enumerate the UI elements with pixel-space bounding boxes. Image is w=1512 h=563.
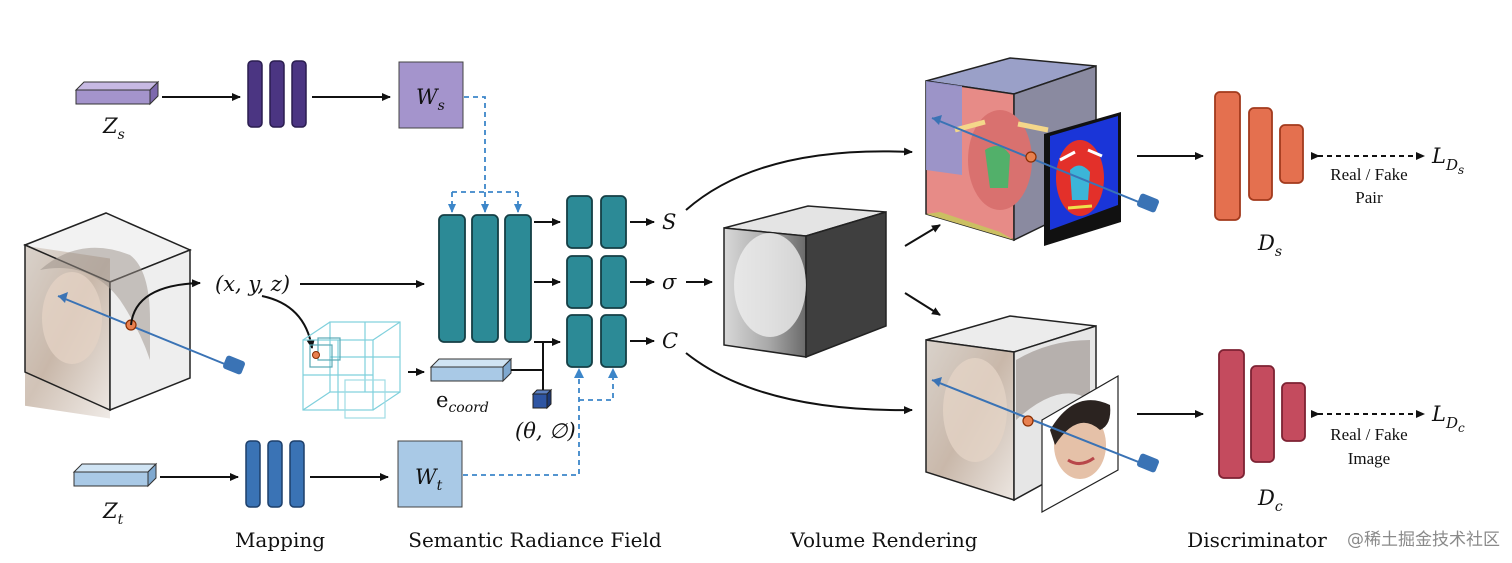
- input-face-cube: [23, 212, 192, 419]
- ws-box: [398, 61, 464, 129]
- stage-label-srf: Semantic Radiance Field: [408, 528, 662, 552]
- mapping-network-s: [247, 60, 307, 128]
- zt-latent-bar: [72, 462, 158, 488]
- camera-ray-semantic: [931, 117, 1147, 206]
- srf-main-layers: [438, 214, 532, 343]
- zs-label: Zs: [102, 114, 125, 143]
- ds-loss-desc-2: Pair: [1355, 188, 1383, 207]
- ds-loss-label: LDs: [1431, 144, 1464, 177]
- arrow-point-to-xyz: [130, 279, 201, 326]
- ecoord-label: ecoord: [436, 388, 489, 416]
- camera-ray-color: [931, 379, 1147, 466]
- arrow-s-to-semantic-render: [685, 147, 913, 211]
- dc-label: Dc: [1257, 486, 1283, 515]
- wt-conditioning-path: [463, 372, 614, 476]
- camera-ray-input: [57, 295, 233, 368]
- sigma-output-label: σ: [662, 270, 677, 294]
- ecoord-connector: [511, 342, 544, 371]
- ds-loss-desc-1: Real / Fake: [1330, 165, 1407, 184]
- grid-sample-point: [312, 351, 320, 359]
- mapping-network-t: [245, 440, 305, 508]
- discriminator-semantic: [1214, 91, 1304, 221]
- dc-loss-desc-2: Image: [1348, 449, 1390, 468]
- srf-output-heads: [566, 195, 627, 368]
- camera-icon-color: [1137, 453, 1159, 473]
- stage-label-disc: Discriminator: [1187, 528, 1327, 552]
- view-direction-cube: [531, 388, 553, 410]
- camera-icon-input: [223, 355, 245, 375]
- zt-label: Zt: [102, 499, 124, 528]
- xyz-label: (x, y, z): [215, 272, 290, 296]
- stage-label-volume: Volume Rendering: [789, 528, 977, 552]
- ws-conditioning-path: [448, 96, 522, 213]
- arrow-volume-to-color: [904, 292, 941, 316]
- zs-latent-bar: [74, 80, 160, 106]
- c-output-label: C: [662, 329, 678, 353]
- arrow-volume-to-semantic: [904, 224, 941, 247]
- sample-point-semantic: [1025, 151, 1037, 163]
- theta-phi-label: (θ, ∅): [515, 419, 576, 443]
- real-face-image: [1041, 374, 1119, 514]
- wt-label: Wt: [415, 465, 443, 494]
- s-output-label: S: [662, 210, 676, 234]
- wt-box: [397, 440, 463, 508]
- dc-loss-label: LDc: [1431, 402, 1465, 435]
- ws-label: Ws: [416, 85, 445, 114]
- sample-point-color: [1022, 415, 1034, 427]
- volume-depth-cube: [723, 205, 887, 359]
- camera-icon-semantic: [1137, 193, 1159, 213]
- discriminator-color: [1218, 349, 1306, 479]
- arrow-c-to-color-render: [685, 352, 913, 415]
- stage-label-mapping: Mapping: [235, 528, 325, 552]
- watermark: @稀土掘金技术社区: [1347, 530, 1500, 550]
- voxel-grid: [302, 321, 401, 419]
- ecoord-bar: [429, 357, 513, 383]
- dc-loss-desc-1: Real / Fake: [1330, 425, 1407, 444]
- ds-label: Ds: [1257, 231, 1282, 260]
